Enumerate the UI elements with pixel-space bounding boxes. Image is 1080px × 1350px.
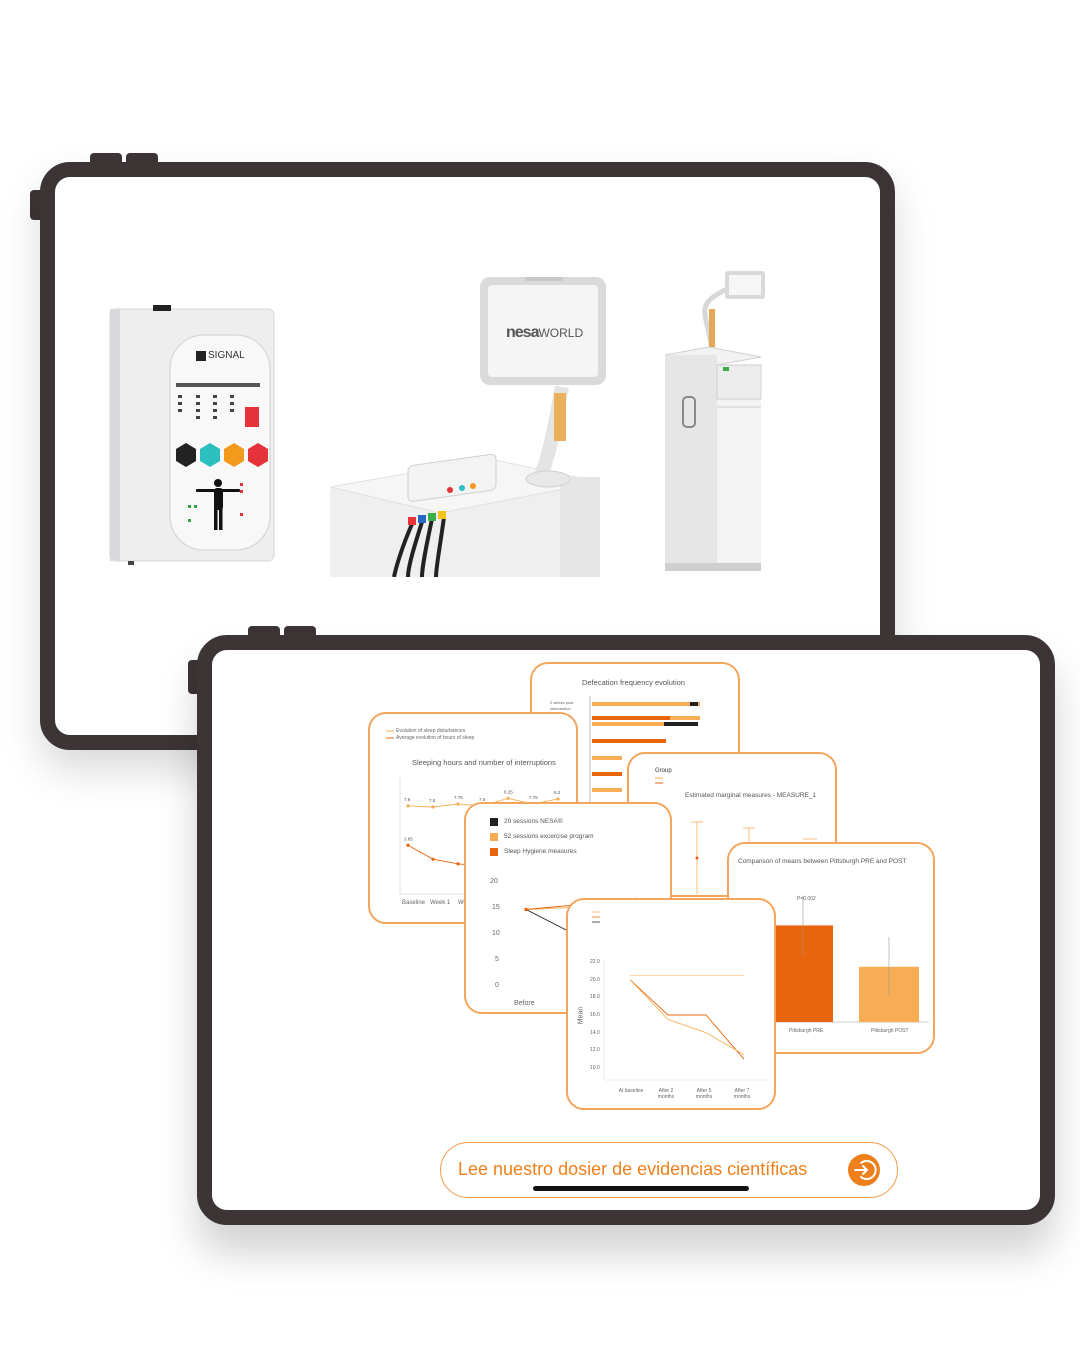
sessions-y-tick-10: 10	[492, 930, 500, 937]
defecation-row-label: 2 weeks post intervention	[550, 700, 574, 711]
sleep-point	[506, 796, 510, 800]
mean-series-line-2	[629, 979, 745, 1056]
mean-chart-svg	[592, 911, 768, 1081]
sleep-data-label: 8.2	[554, 790, 561, 795]
sleep-legend-1: Evolution of sleep disturbances	[396, 728, 466, 734]
mean-y-tick: 14.0	[590, 1029, 600, 1036]
sessions-legend-swatch-3	[490, 848, 498, 856]
mean-x-label-4: After 7 months	[733, 1088, 751, 1100]
sleep-data-label: 7.5	[429, 798, 436, 803]
nesa-monitor-device: nesaWORLD	[329, 273, 615, 578]
sessions-legend-1: 20 sessions NESA®	[504, 818, 563, 825]
sessions-legend-3: Sleep Hygiene measures	[504, 848, 577, 855]
xsignal-device: SIGNAL	[108, 305, 280, 568]
sleep-data-label: 7.75	[454, 795, 463, 800]
xsignal-logo: SIGNAL	[208, 350, 245, 361]
sessions-legend-swatch-2	[490, 833, 498, 841]
arrow-enter-icon	[848, 1154, 880, 1186]
mean-y-tick: 12.0	[590, 1047, 600, 1054]
pittsburgh-chart-svg	[769, 895, 929, 1023]
mean-x-label-2: After 2 months	[657, 1088, 675, 1100]
sleep-point	[431, 857, 435, 861]
mean-x-label-1: At baseline	[618, 1088, 644, 1094]
sessions-y-tick-15: 15	[492, 904, 500, 911]
mean-series-line-1	[629, 979, 745, 1060]
sleep-x-label-2: Week 1	[430, 900, 451, 906]
sleep-point	[431, 805, 435, 809]
sleep-data-label: 8.25	[504, 789, 513, 794]
sleep-point	[406, 804, 410, 808]
tablet-bottom-screen: Defecation frequency evolution 2 weeks p…	[212, 650, 1040, 1210]
nesa-brand: nesa	[506, 324, 539, 341]
sessions-legend-swatch-1	[490, 818, 498, 826]
sleep-legend-2: Average evolution of hours of sleep	[396, 735, 475, 741]
mean-y-tick: 18.0	[590, 994, 600, 1001]
sessions-y-tick-20: 20	[490, 878, 498, 885]
sessions-y-tick-0: 0	[495, 982, 499, 989]
tablet-bottom: Defecation frequency evolution 2 weeks p…	[197, 635, 1055, 1225]
mean-x-label-3: After 5 months	[695, 1088, 713, 1100]
marginal-legend-title: Group	[655, 768, 672, 774]
nesa-cabinet-device	[653, 267, 773, 577]
defecation-chart-title: Defecation frequency evolution	[582, 678, 685, 687]
sleep-point	[456, 802, 460, 806]
mean-y-tick: 10.0	[590, 1065, 600, 1071]
mean-y-tick: 16.0	[590, 1012, 600, 1018]
science-dossier-button[interactable]: Lee nuestro dosier de evidencias científ…	[440, 1142, 898, 1198]
defecation-chart-svg	[589, 696, 700, 804]
sleep-x-label-1: Baseline	[402, 900, 426, 906]
nesa-brand-suffix: WORLD	[538, 326, 584, 340]
sleep-point	[406, 843, 410, 847]
home-indicator[interactable]	[533, 1186, 749, 1191]
sessions-y-tick-5: 5	[495, 956, 499, 963]
pittsburgh-bar-label-post: Pittsburgh POST	[871, 1028, 909, 1034]
sleep-data-label: 7.75	[529, 795, 538, 800]
pittsburgh-annotation: P=0.002	[797, 896, 816, 902]
sleep-data-label: 7.6	[479, 797, 486, 802]
sleep-data-label: 7.6	[404, 797, 411, 802]
sleep-low-label: 3.65	[404, 836, 413, 841]
sleep-x-label-3: We	[458, 900, 467, 906]
marginal-chart-title: Estimated marginal measures - MEASURE_1	[685, 792, 817, 799]
tablet-top-side-button	[30, 190, 42, 220]
sleep-point	[456, 862, 460, 866]
tablet-top-screen: SIGNAL	[55, 177, 880, 735]
sessions-x-label-before: Before	[514, 1000, 535, 1007]
pittsburgh-bar-label-pre: Pittsburgh PRE	[789, 1028, 824, 1034]
mean-y-tick: 22.0	[590, 959, 600, 965]
pittsburgh-chart-title: Comparison of means between Pittsburgh P…	[738, 858, 907, 865]
sleep-point	[556, 797, 560, 801]
mean-y-tick: 20.0	[590, 976, 600, 983]
sessions-legend-2: 52 sessions excercise program	[504, 833, 594, 840]
sleep-chart-title: Sleeping hours and number of interruptio…	[412, 758, 556, 767]
science-dossier-button-label: Lee nuestro dosier de evidencias científ…	[458, 1159, 808, 1179]
sessions-point	[524, 907, 528, 912]
nesa-monitor-logo: nesaWORLD	[506, 324, 583, 342]
